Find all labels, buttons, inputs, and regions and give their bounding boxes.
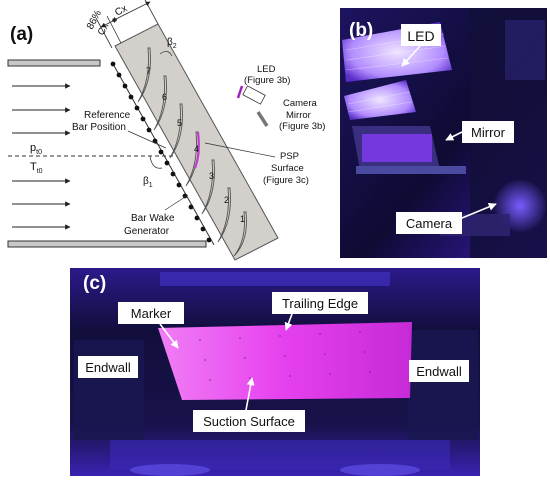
bar-wake-label-2: Generator (124, 226, 170, 237)
trailing-edge-callout-text: Trailing Edge (282, 296, 358, 311)
svg-text:2: 2 (224, 195, 229, 205)
panel-c-tag: (c) (83, 273, 106, 294)
camera-callout (396, 212, 462, 234)
tunnel-bottom-wall (7, 240, 207, 248)
bar-wake-label-1: Bar Wake (131, 213, 175, 224)
beta1-arc (149, 155, 163, 169)
led-arrow (401, 45, 421, 67)
svg-text:5: 5 (177, 118, 182, 128)
mirror-glow (362, 134, 432, 162)
suction-surface-callout (193, 410, 305, 432)
mirror-callout-text: Mirror (471, 125, 506, 140)
endwall-right-callout (409, 360, 469, 382)
panel-c: (c) Marker Trailing Edge Endwall Endwall… (70, 268, 480, 476)
tunnel-top-wall (7, 59, 101, 67)
blade-7 (137, 47, 151, 103)
camera-label-2: Mirror (286, 110, 311, 121)
panel-b: (b) LED Mirror Camera (340, 8, 547, 258)
marker-arrow (159, 323, 179, 349)
dim-cx-top: Cx (113, 3, 129, 18)
blade-3 (201, 159, 215, 215)
bar-wake-line (111, 61, 215, 246)
marker-callout (118, 302, 184, 324)
blade-6 (153, 75, 167, 131)
led-callout-text: LED (407, 28, 434, 44)
svg-text:7: 7 (146, 66, 151, 76)
endwall-left-text: Endwall (85, 360, 131, 375)
endwall-right-text: Endwall (416, 364, 462, 379)
blade-numbers: 1 2 3 4 5 6 7 (146, 66, 245, 224)
led-emitter (236, 85, 244, 99)
svg-text:6: 6 (162, 92, 167, 102)
led-box (242, 85, 266, 105)
svg-text:1: 1 (240, 214, 245, 224)
psp-suction-surface (158, 322, 412, 400)
led-label-1: LED (257, 64, 276, 75)
pt0-label: pt0 (30, 142, 42, 156)
psp-highlight (193, 131, 200, 169)
panel-b-tag: (b) (349, 20, 373, 41)
svg-text:4: 4 (194, 144, 199, 154)
psp-label-3: (Figure 3c) (263, 175, 309, 186)
psp-label-2: Surface (271, 163, 304, 174)
beta1-label: β1 (143, 176, 153, 189)
dim-cx-label: Cx (96, 21, 111, 37)
dimension-lines (95, 0, 159, 49)
camera-callout-text: Camera (406, 216, 453, 231)
inflow-arrows (12, 83, 71, 230)
led-callout (401, 24, 441, 46)
tt0-label: Tt0 (30, 161, 43, 175)
mirror-shape (256, 111, 269, 127)
psp-label-1: PSP (280, 151, 299, 162)
psp-leader (204, 142, 276, 158)
beta2-label: β2 (167, 37, 177, 50)
bar-wake-dots (110, 61, 212, 243)
reference-leader (127, 130, 167, 149)
marker-callout-text: Marker (131, 306, 172, 321)
panel-a: (a) pt0 Tt0 Cx 86% Cx (7, 0, 325, 261)
beta2-arc (159, 51, 173, 57)
mirror-arrow (445, 131, 463, 141)
camera-arrow (461, 203, 497, 219)
panel-a-tag: (a) (10, 24, 33, 45)
mirror-callout (462, 121, 514, 143)
blade-2 (217, 187, 231, 243)
suction-surface-text: Suction Surface (203, 414, 295, 429)
blade-5 (169, 103, 183, 159)
camera-label-3: (Figure 3b) (279, 121, 325, 132)
blade-1 (233, 211, 247, 257)
suction-surface-arrow (245, 377, 255, 411)
reference-label-1: Reference (84, 110, 131, 121)
endwall-left-callout (78, 356, 138, 378)
trailing-edge-arrow (284, 313, 293, 331)
trailing-edge-callout (272, 292, 368, 314)
camera-label-1: Camera (283, 98, 318, 109)
bar-wake-leader (164, 194, 189, 211)
svg-text:3: 3 (209, 171, 214, 181)
led-label-2: (Figure 3b) (244, 75, 290, 86)
reference-label-2: Bar Position (72, 122, 126, 133)
